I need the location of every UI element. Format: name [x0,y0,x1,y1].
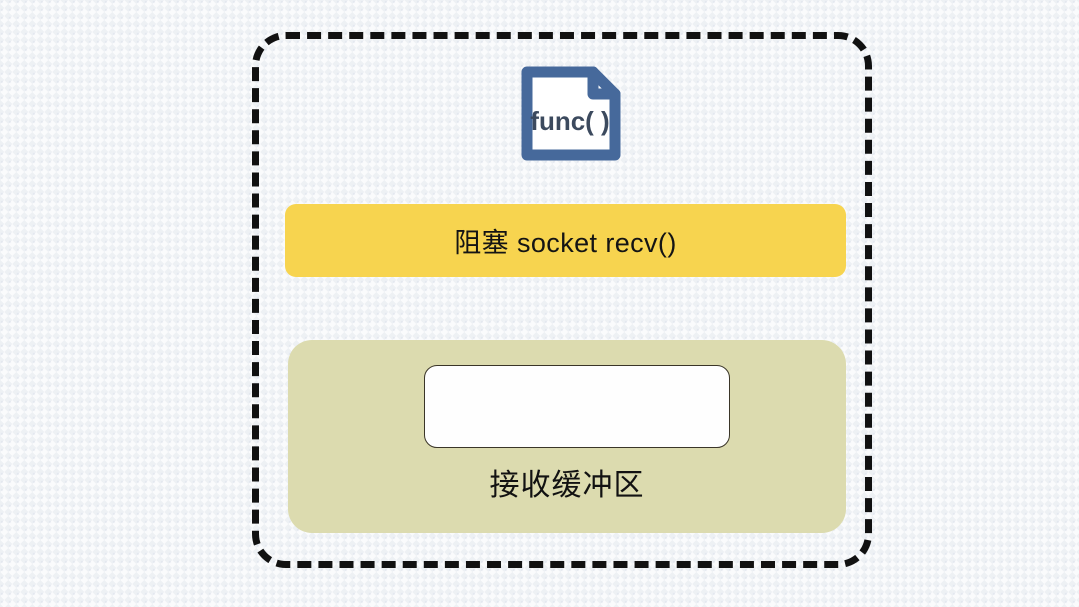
recv-buffer-slot [424,365,730,448]
recv-buffer-region: 接收缓冲区 [288,340,846,533]
blocking-call-banner: 阻塞 socket recv() [285,204,846,277]
document-func-icon: func( ) [515,61,626,166]
recv-buffer-label: 接收缓冲区 [489,469,645,502]
process-boundary-dashed-box [252,32,872,568]
blocking-call-label: 阻塞 socket recv() [454,228,677,258]
func-icon-label: func( ) [530,106,609,136]
